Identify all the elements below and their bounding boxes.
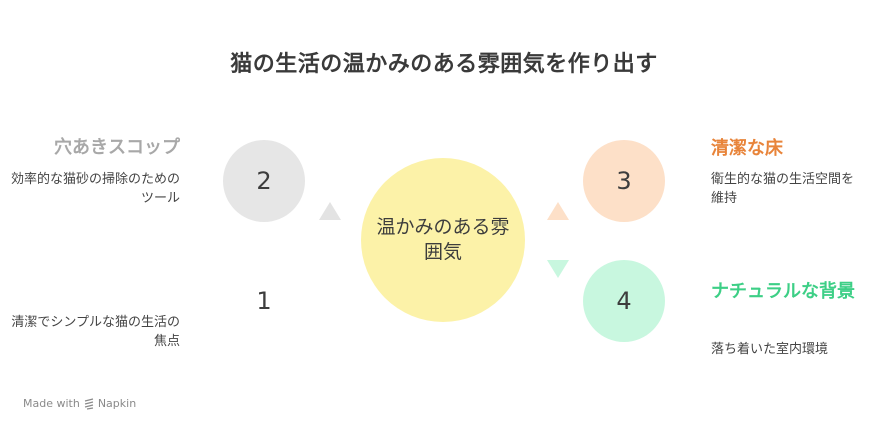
napkin-logo-icon	[83, 397, 95, 410]
pointer-triangle-grey	[319, 202, 341, 220]
made-with-footer: Made with Napkin	[23, 397, 136, 410]
step-2-circle: 2	[223, 140, 305, 222]
diagram-title: 猫の生活の温かみのある雰囲気を作り出す	[230, 52, 658, 77]
step-4-description: 落ち着いた室内環境	[711, 342, 829, 357]
step-3-number: 3	[616, 167, 632, 195]
step-1-number: 1	[256, 287, 272, 315]
center-label: 温かみのある雰囲気	[376, 216, 510, 263]
pointer-triangle-orange	[547, 202, 569, 220]
center-circle: 温かみのある雰囲気	[361, 158, 525, 322]
step-3-circle: 3	[583, 140, 665, 222]
step-1-circle: 1	[223, 260, 305, 342]
step-4-number: 4	[616, 287, 632, 315]
step-2-description: 効率的な猫砂の掃除のためのツール	[10, 172, 180, 206]
pointer-triangle-green	[547, 260, 569, 278]
step-3-title: 清潔な床	[711, 138, 783, 159]
footer-brand: Napkin	[97, 397, 137, 410]
step-4-circle: 4	[583, 260, 665, 342]
step-2-number: 2	[256, 167, 272, 195]
step-2-title: 穴あきスコップ	[54, 137, 180, 158]
step-4-title: ナチュラルな背景	[711, 281, 855, 302]
footer-text: Made with	[23, 397, 80, 410]
step-3-description: 衛生的な猫の生活空間を維持	[711, 172, 855, 206]
step-1-description: 清潔でシンプルな猫の生活の焦点	[11, 315, 180, 349]
